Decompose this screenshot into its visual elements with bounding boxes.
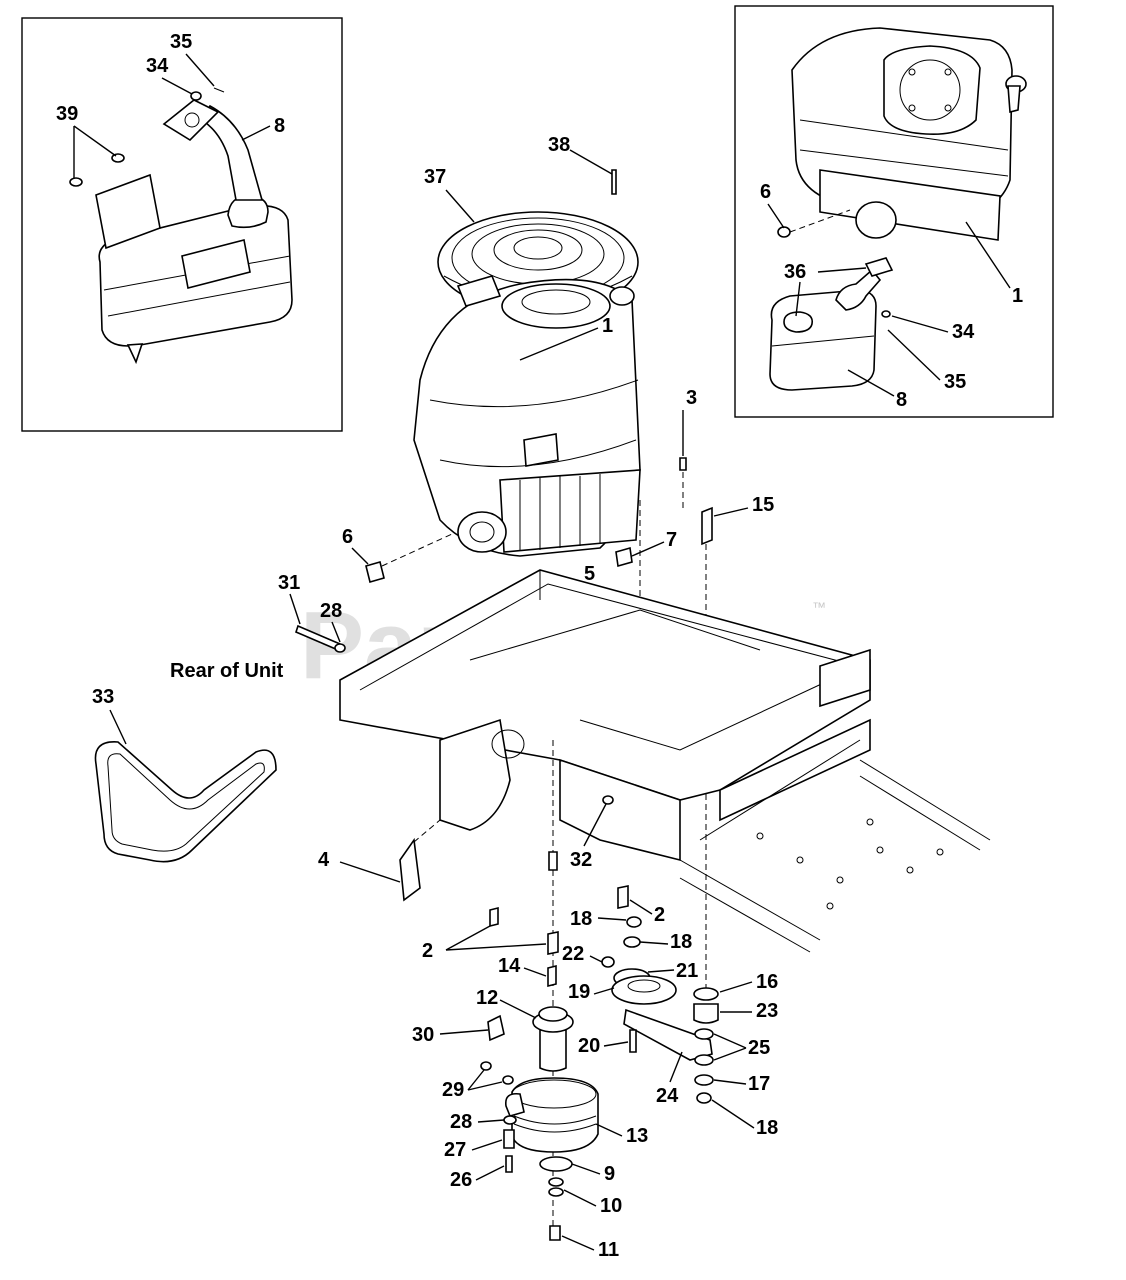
callout-24: 24: [656, 1085, 679, 1107]
callout-15: 15: [752, 494, 774, 516]
rod-15: [701, 506, 713, 546]
callout-32: 32: [570, 849, 592, 871]
callout-5: 5: [584, 563, 595, 585]
callout-34b: 34: [952, 321, 975, 343]
nut-29-b: [502, 1075, 514, 1085]
callout-25: 25: [748, 1037, 770, 1059]
callout-16: 16: [756, 971, 778, 993]
nut-18-a: [626, 916, 642, 928]
pin-38: [611, 169, 617, 195]
nut-18-c: [696, 1092, 712, 1104]
nut-28-bottom: [503, 1115, 517, 1125]
bolt-32: [602, 795, 614, 805]
muffler-right: [769, 226, 894, 391]
callout-9: 9: [604, 1163, 615, 1185]
callout-23: 23: [756, 1000, 778, 1022]
callout-26: 26: [450, 1169, 472, 1191]
washer-25-b: [694, 1054, 714, 1066]
washer-25-a: [694, 1028, 714, 1040]
drive-belt: [94, 741, 277, 863]
callout-4: 4: [318, 849, 330, 871]
engine-main: [413, 275, 641, 557]
bolt-6: [365, 561, 385, 583]
nut-29-a: [480, 1061, 492, 1071]
callout-2a: 2: [422, 940, 433, 962]
callout-22: 22: [562, 943, 584, 965]
pulley-hub-12: [532, 1006, 574, 1072]
washer-22: [601, 956, 615, 968]
callout-29: 29: [442, 1079, 464, 1101]
bolt-3: [679, 457, 687, 471]
inset-muffler-left: [21, 17, 343, 432]
callout-28b: 28: [450, 1111, 472, 1133]
nut-18-b: [623, 936, 641, 948]
callout-34a: 34: [146, 55, 169, 77]
bolt-2-left: [489, 906, 499, 928]
callout-1b: 1: [1012, 285, 1023, 307]
bolt-2-center: [547, 931, 559, 955]
lockwasher-10: [548, 1177, 564, 1187]
callout-3: 3: [686, 387, 697, 409]
callout-6b: 6: [342, 526, 353, 548]
callout-2b: 2: [654, 904, 665, 926]
callout-8b: 8: [896, 389, 907, 411]
spacer-23: [693, 1003, 719, 1024]
callout-30: 30: [412, 1024, 434, 1046]
washer-17: [694, 1074, 714, 1086]
callout-18a: 18: [570, 908, 592, 930]
nut-28-top: [334, 643, 346, 653]
callout-35b: 35: [944, 371, 966, 393]
spacer-27: [503, 1129, 515, 1149]
inset-engine-right: [734, 5, 1054, 418]
callout-17: 17: [748, 1073, 770, 1095]
callout-35a: 35: [170, 31, 192, 53]
bolt-20: [629, 1029, 637, 1053]
deck-rails: [679, 739, 991, 953]
callout-37: 37: [424, 166, 446, 188]
engine-right: [791, 27, 1027, 241]
callout-10: 10: [600, 1195, 622, 1217]
bracket-4: [399, 837, 421, 902]
callout-13: 13: [626, 1125, 648, 1147]
callout-12: 12: [476, 987, 498, 1009]
callout-18c: 18: [756, 1117, 778, 1139]
rear-of-unit-label: Rear of Unit: [170, 660, 284, 682]
washer-16: [693, 987, 719, 1001]
callout-8a: 8: [274, 115, 285, 137]
bolt-upper: [548, 851, 558, 871]
frame-chassis: [339, 569, 871, 862]
clip-7: [615, 546, 633, 568]
muffler-left: [69, 87, 293, 365]
callout-21: 21: [676, 960, 698, 982]
callout-1a: 1: [602, 315, 613, 337]
watermark-trademark: ™: [812, 599, 826, 615]
washer-9: [539, 1156, 573, 1172]
callout-19: 19: [568, 981, 590, 1003]
clutch-13: [504, 1077, 599, 1153]
callout-11: 11: [598, 1239, 619, 1261]
key-14: [547, 964, 557, 988]
callout-27: 27: [444, 1139, 466, 1161]
callout-7: 7: [666, 529, 677, 551]
callout-36: 36: [784, 261, 806, 283]
callout-31: 31: [278, 572, 300, 594]
callout-38: 38: [548, 134, 570, 156]
bracket-30: [487, 1014, 505, 1042]
callout-14: 14: [498, 955, 521, 977]
bolt-26: [505, 1155, 513, 1173]
bolt-11: [549, 1225, 561, 1241]
idler-pulley-19: [611, 975, 677, 1005]
callout-33: 33: [92, 686, 114, 708]
bolt-2-right: [617, 885, 629, 909]
callout-20: 20: [578, 1035, 600, 1057]
callout-28a: 28: [320, 600, 342, 622]
callout-6a: 6: [760, 181, 771, 203]
callout-39: 39: [56, 103, 78, 125]
callout-18b: 18: [670, 931, 692, 953]
